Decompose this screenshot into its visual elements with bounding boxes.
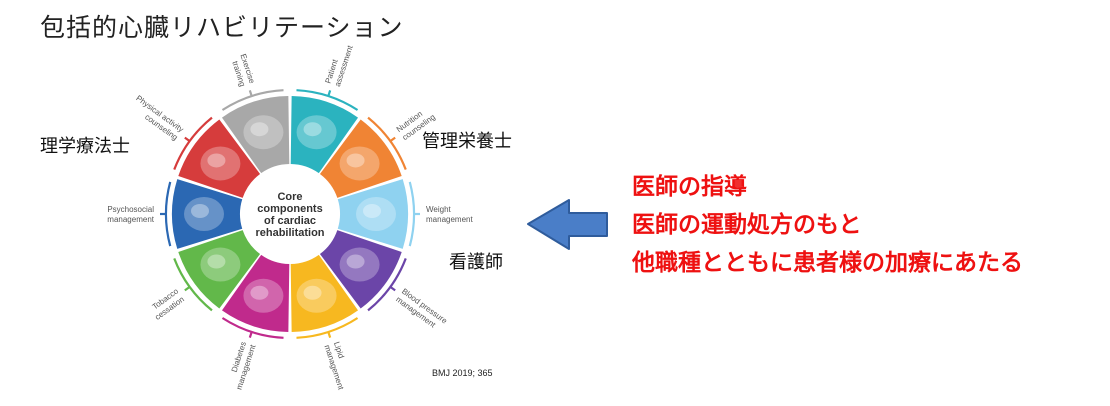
- brain-icon: [184, 197, 224, 231]
- wheel-segment-weight-management: [337, 179, 408, 249]
- wheel-icons: [184, 115, 396, 313]
- pancreas-icon: [243, 278, 284, 313]
- wheel-segment-blood-pressure-management: [319, 230, 402, 309]
- wheel-segment-lipid-management: [290, 254, 359, 332]
- nurse-label: 看護師: [449, 252, 503, 273]
- blood-cell-icon: [339, 247, 380, 282]
- bracket-tobacco-cessation: [173, 258, 213, 312]
- page-title: 包括的心臓リハビリテーション: [40, 13, 404, 42]
- segment-label-physical-activity-counseling: Physical activitycounseling: [128, 94, 185, 143]
- segment-label-diabetes-management: Diabetesmanagement: [225, 340, 258, 391]
- abdomen-icon: [356, 197, 396, 231]
- segment-label-tobacco-cessation: Tobaccocessation: [147, 286, 186, 322]
- segment-label-exercise-training: Exercisetraining: [229, 53, 257, 89]
- citation: BMJ 2019; 365: [432, 368, 493, 378]
- cigarette-icon: [200, 247, 241, 282]
- lipid-droplets-icon: [296, 278, 337, 313]
- wheel-segments: [171, 96, 408, 332]
- bracket-diabetes-management: [221, 317, 284, 339]
- bracket-lipid-management: [296, 317, 359, 339]
- wheel-brackets: [160, 89, 420, 339]
- segment-label-nutrition-counseling: Nutritioncounseling: [395, 104, 437, 142]
- bracket-exercise-training: [221, 89, 284, 111]
- message-line-3: 他職種とともに患者様の加療にあたる: [632, 249, 1023, 276]
- dietitian-label: 管理栄養士: [422, 131, 512, 152]
- wheel-segment-nutrition-counseling: [319, 119, 402, 198]
- left-arrow-icon: [527, 199, 608, 250]
- bracket-psychosocial-management: [164, 181, 172, 247]
- bracket-nutrition-counseling: [367, 116, 407, 170]
- segment-label-blood-pressure-management: Blood pressuremanagement: [394, 287, 449, 334]
- segment-label-patient-assessment: Patientassessment: [323, 41, 355, 88]
- wheel-segment-tobacco-cessation: [178, 230, 261, 309]
- wheel-segment-psychosocial-management: [171, 179, 243, 249]
- bracket-weight-management: [408, 181, 416, 247]
- wheel-segment-exercise-training: [221, 96, 290, 174]
- exercise-figure-icon: [243, 115, 284, 150]
- wheel-segment-patient-assessment: [290, 96, 359, 174]
- bracket-patient-assessment: [296, 89, 359, 111]
- heart-icon: [200, 146, 241, 181]
- wheel-segment-diabetes-management: [221, 254, 290, 332]
- physical-therapist-label: 理学療法士: [40, 136, 130, 157]
- apple-icon: [339, 146, 380, 181]
- segment-label-lipid-management: Lipidmanagement: [323, 341, 356, 392]
- message-line-2: 医師の運動処方のもと: [632, 211, 862, 238]
- human-body-icon: [296, 115, 337, 150]
- wheel-center-circle: [242, 166, 338, 262]
- message-box: 医師の指導 医師の運動処方のもと 他職種とともに患者様の加療にあたる: [632, 168, 1023, 282]
- wheel-segment-physical-activity-counseling: [178, 119, 261, 198]
- message-line-1: 医師の指導: [632, 173, 747, 200]
- bracket-blood-pressure-management: [367, 258, 407, 312]
- bracket-physical-activity-counseling: [173, 116, 213, 170]
